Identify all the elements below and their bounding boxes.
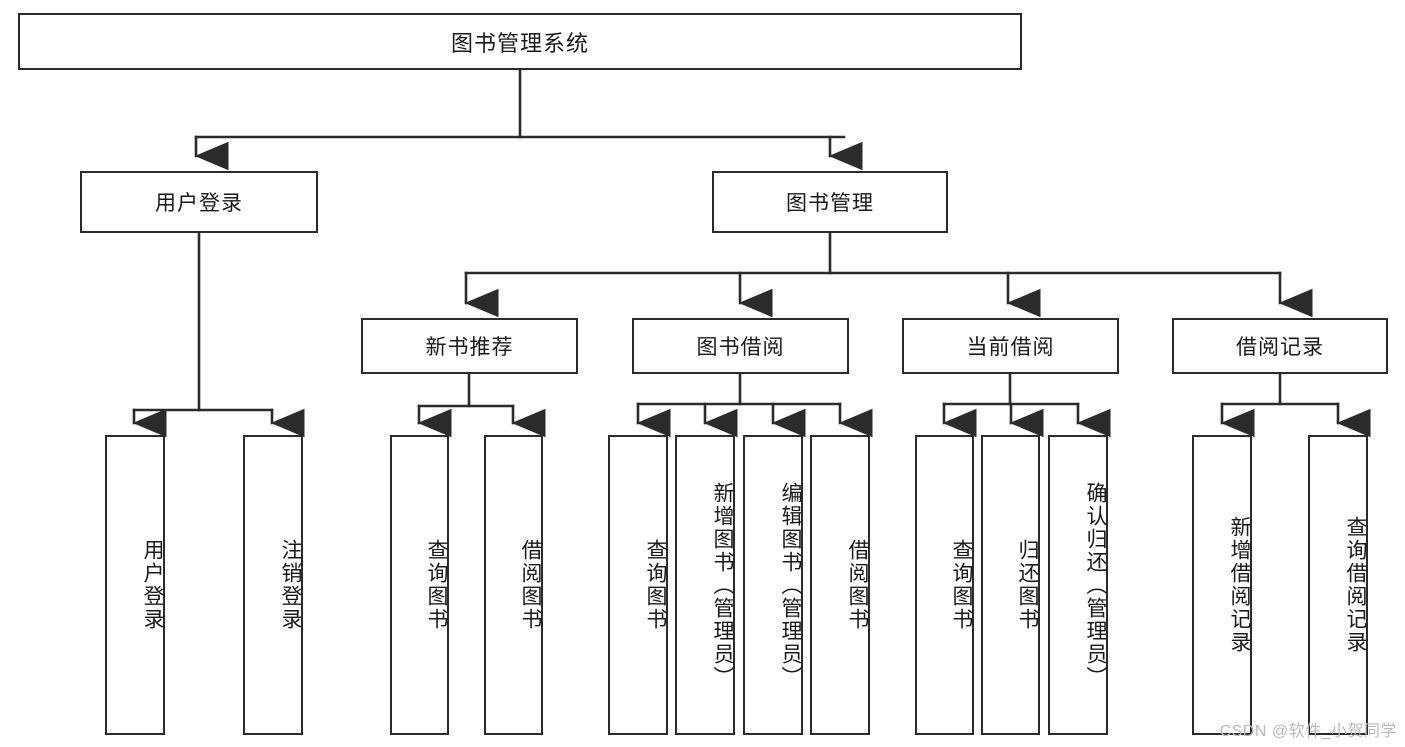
current-borrow-to-leaves-connectors — [942, 372, 1111, 438]
node-borrow-record[interactable]: 借阅记录 — [1172, 318, 1388, 374]
node-new-book-recommend-label: 新书推荐 — [425, 336, 514, 359]
node-leaf-return-book[interactable]: 归还图书 — [981, 435, 1040, 735]
node-leaf-add-book-label: 新增图书（管理员） — [711, 481, 734, 689]
node-user-login-label: 用户登录 — [155, 192, 243, 215]
node-leaf-user-login-label: 用户登录 — [141, 539, 164, 631]
node-leaf-add-record[interactable]: 新增借阅记录 — [1192, 435, 1252, 735]
node-book-borrow[interactable]: 图书借阅 — [632, 318, 849, 374]
node-book-borrow-label: 图书借阅 — [696, 336, 785, 359]
node-new-book-recommend[interactable]: 新书推荐 — [361, 318, 578, 374]
node-leaf-add-record-label: 新增借阅记录 — [1228, 516, 1251, 654]
node-leaf-query-book-2[interactable]: 查询图书 — [608, 435, 668, 735]
node-leaf-borrow-book-2-label: 借阅图书 — [846, 539, 869, 631]
node-leaf-query-record-label: 查询借阅记录 — [1344, 516, 1367, 654]
node-leaf-query-book-3-label: 查询图书 — [950, 539, 973, 631]
node-leaf-borrow-book-1[interactable]: 借阅图书 — [484, 435, 543, 735]
user-login-to-leaves-connectors — [132, 232, 305, 438]
new-book-recommend-to-leaves-connectors — [417, 372, 546, 438]
node-leaf-user-login[interactable]: 用户登录 — [105, 435, 165, 735]
node-borrow-record-label: 借阅记录 — [1236, 336, 1324, 359]
watermark: CSDN @软件_小贺同学 — [1219, 723, 1397, 740]
node-book-management[interactable]: 图书管理 — [712, 171, 948, 233]
node-root[interactable]: 图书管理系统 — [18, 13, 1022, 70]
borrow-record-to-leaves-connectors — [1220, 372, 1371, 438]
node-current-borrow[interactable]: 当前借阅 — [902, 318, 1119, 374]
node-leaf-edit-book[interactable]: 编辑图书（管理员） — [743, 435, 803, 735]
node-leaf-logout-login[interactable]: 注销登录 — [243, 435, 303, 735]
node-root-label: 图书管理系统 — [450, 30, 589, 56]
book-management-to-level3-connectors — [464, 232, 1313, 318]
node-leaf-confirm-return[interactable]: 确认归还（管理员） — [1048, 435, 1108, 735]
node-leaf-borrow-book-1-label: 借阅图书 — [519, 539, 542, 631]
node-leaf-return-book-label: 归还图书 — [1016, 539, 1039, 631]
node-leaf-query-book-3[interactable]: 查询图书 — [915, 435, 974, 735]
node-current-borrow-label: 当前借阅 — [966, 336, 1055, 359]
node-leaf-query-book-1[interactable]: 查询图书 — [390, 435, 449, 735]
node-book-management-label: 图书管理 — [786, 192, 874, 215]
node-leaf-confirm-return-label: 确认归还（管理员） — [1084, 481, 1107, 689]
node-leaf-query-book-2-label: 查询图书 — [644, 539, 667, 631]
node-user-login[interactable]: 用户登录 — [80, 171, 318, 233]
node-leaf-borrow-book-2[interactable]: 借阅图书 — [810, 435, 870, 735]
node-leaf-edit-book-label: 编辑图书（管理员） — [779, 481, 802, 689]
node-leaf-query-record[interactable]: 查询借阅记录 — [1308, 435, 1368, 735]
root-to-level2-connectors — [194, 68, 863, 171]
node-leaf-query-book-1-label: 查询图书 — [425, 539, 448, 631]
node-leaf-add-book[interactable]: 新增图书（管理员） — [675, 435, 735, 735]
book-borrow-to-leaves-connectors — [636, 372, 873, 438]
node-leaf-logout-login-label: 注销登录 — [279, 539, 302, 631]
